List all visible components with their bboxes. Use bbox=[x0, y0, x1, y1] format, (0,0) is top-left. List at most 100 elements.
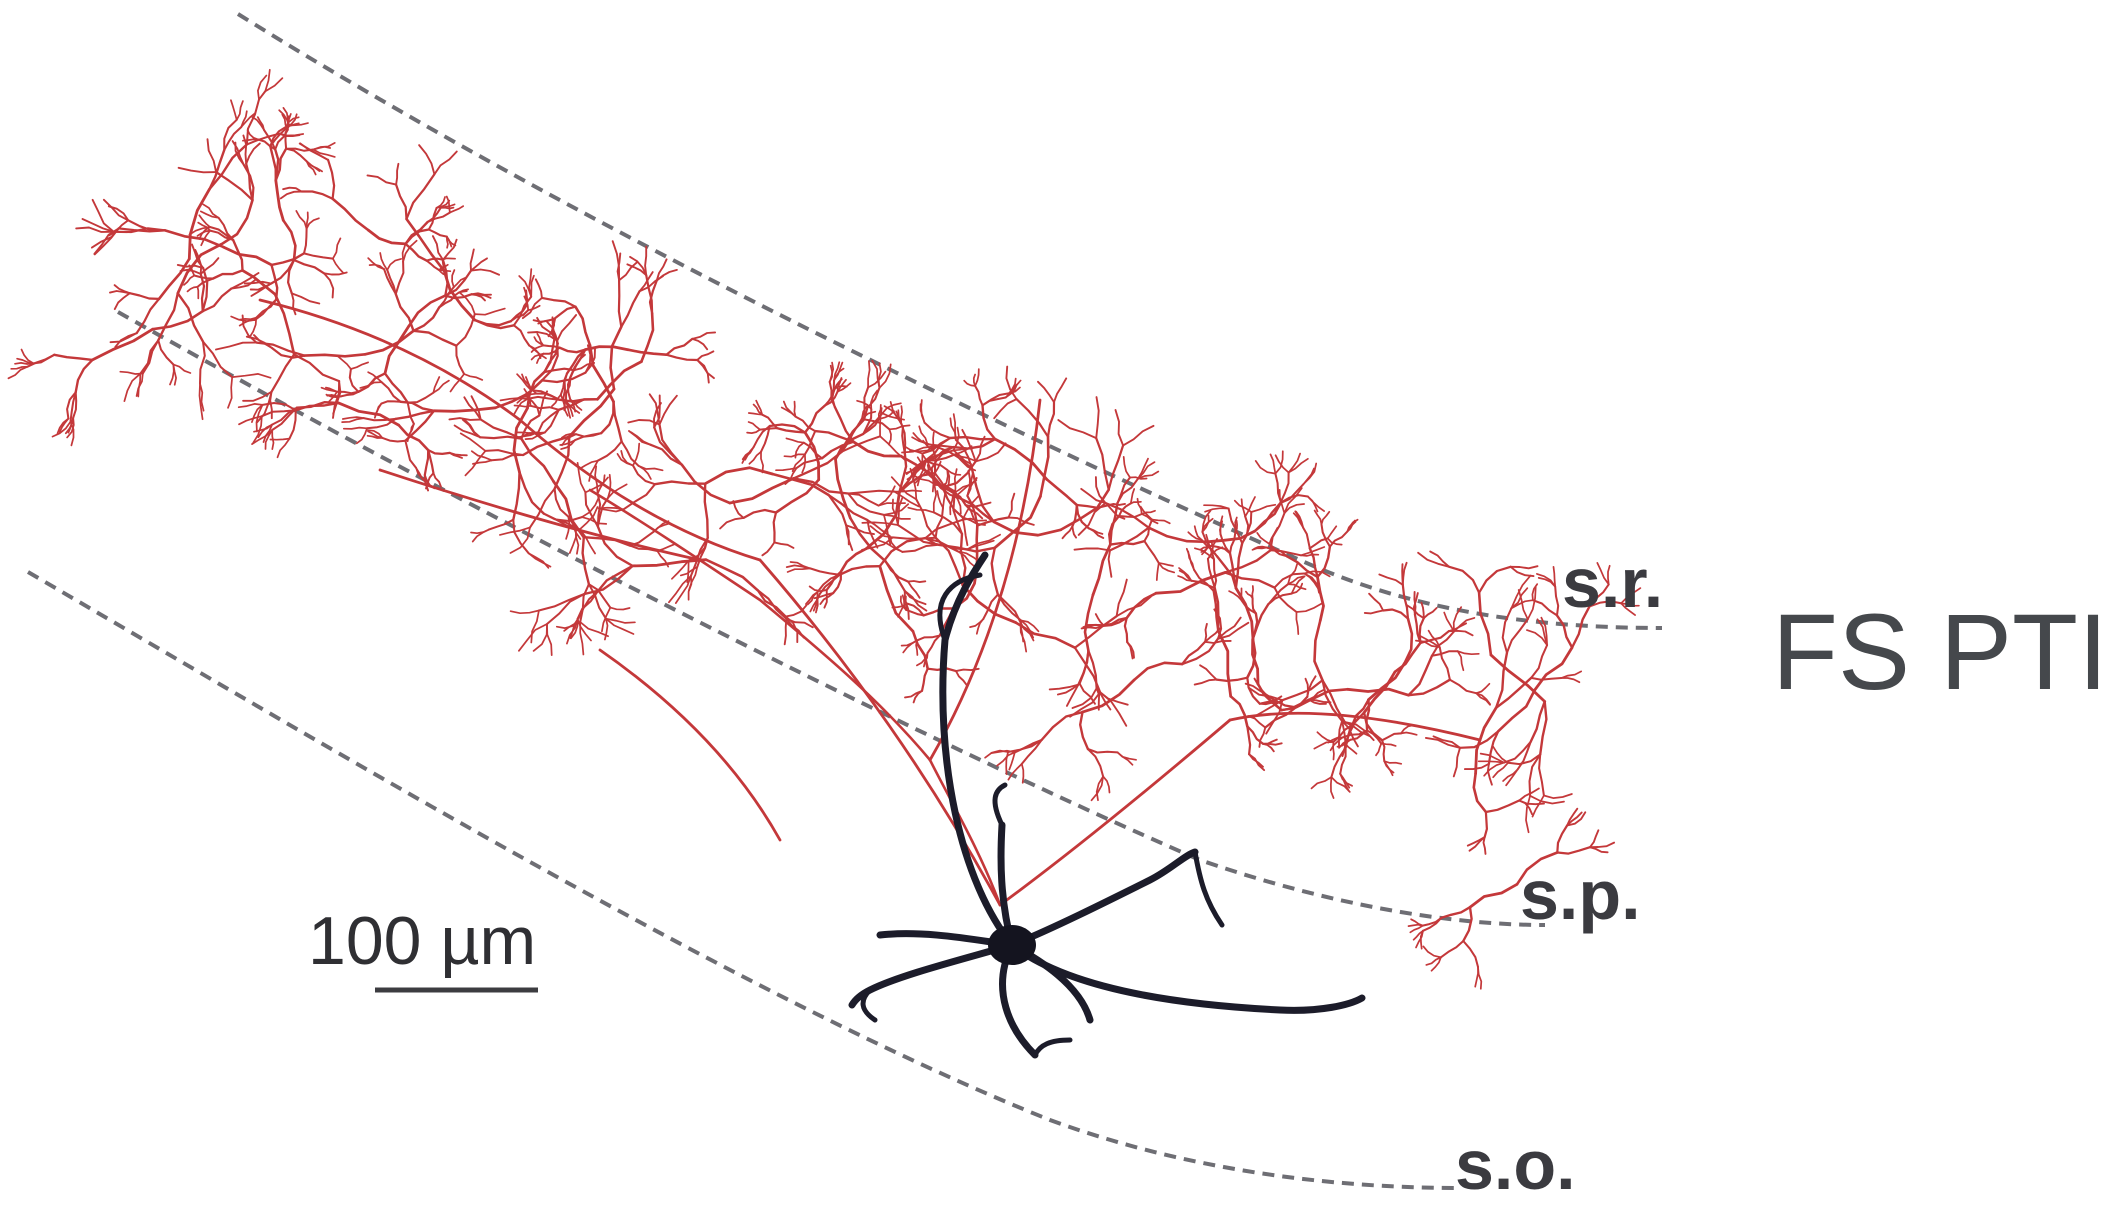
axon-branch bbox=[1134, 663, 1182, 680]
axon-branch bbox=[1382, 733, 1401, 740]
axon-branch bbox=[1271, 513, 1285, 550]
axon-branch bbox=[1103, 776, 1109, 792]
axon-branch bbox=[1544, 794, 1572, 798]
axon-branch bbox=[1144, 541, 1158, 563]
axon-branch bbox=[434, 152, 456, 175]
axon-branch bbox=[889, 425, 909, 429]
axon-branch bbox=[1157, 563, 1159, 580]
axon-branch bbox=[473, 530, 489, 542]
axon-branch bbox=[292, 293, 296, 314]
axon-trunk bbox=[1000, 720, 1230, 905]
axon-branch bbox=[889, 429, 891, 444]
axon-branch bbox=[1303, 464, 1316, 485]
axon-branch bbox=[805, 406, 825, 433]
axon-branch bbox=[1555, 587, 1558, 616]
axon-branch bbox=[995, 439, 1047, 479]
axon-branch bbox=[381, 401, 400, 403]
axon-branch bbox=[547, 594, 584, 624]
axon-branch bbox=[1195, 680, 1217, 685]
axon-branch bbox=[1245, 497, 1255, 517]
axon-branch bbox=[542, 298, 576, 307]
axon-branch bbox=[936, 508, 943, 538]
axon-branch bbox=[228, 377, 232, 408]
axon-branch bbox=[1409, 656, 1433, 696]
axon-branch bbox=[270, 439, 289, 440]
axon-branch bbox=[445, 294, 471, 298]
axon-branch bbox=[1205, 624, 1207, 642]
axon-branch bbox=[333, 238, 341, 258]
axon-branch bbox=[597, 362, 641, 400]
axon-branch bbox=[554, 307, 576, 319]
axon-branch bbox=[1507, 619, 1528, 652]
scale-bar-label: 100 µm bbox=[308, 907, 536, 975]
axon-branch bbox=[1318, 577, 1324, 621]
axon-branch bbox=[1561, 671, 1581, 678]
axon-branch bbox=[294, 260, 324, 273]
axon-branch bbox=[1080, 712, 1088, 749]
axon-branch bbox=[1485, 812, 1487, 837]
axon-branch bbox=[201, 258, 219, 274]
axon-branch bbox=[1248, 716, 1265, 727]
axon-branch bbox=[414, 307, 440, 330]
axon-branch bbox=[1110, 528, 1149, 551]
axon-branch bbox=[810, 568, 839, 574]
axon-branch bbox=[733, 501, 743, 518]
axon-branch bbox=[720, 518, 744, 529]
axon-branch bbox=[1188, 552, 1194, 570]
axon-branch bbox=[1125, 618, 1127, 642]
axon-branch bbox=[1479, 761, 1504, 762]
axon-branch bbox=[956, 671, 967, 685]
axon-branch bbox=[463, 420, 480, 438]
axon-branch bbox=[1418, 553, 1449, 567]
axon-branch bbox=[868, 361, 870, 387]
axon-branch bbox=[515, 406, 531, 407]
axon-branch bbox=[514, 325, 529, 345]
axon-branch bbox=[539, 594, 584, 611]
axon-branch bbox=[1315, 621, 1323, 681]
axon-branch bbox=[1424, 608, 1437, 618]
axon-branch bbox=[511, 611, 539, 614]
axon-branch bbox=[399, 425, 429, 450]
axon-branch bbox=[408, 403, 414, 424]
axon-branch bbox=[1526, 796, 1530, 833]
axon-branch bbox=[893, 537, 936, 538]
axon-branch bbox=[1403, 563, 1407, 585]
axon-branch bbox=[452, 270, 454, 287]
axon-branch bbox=[1478, 967, 1481, 989]
axon-branch bbox=[1296, 612, 1298, 634]
axon-branch bbox=[749, 452, 761, 464]
axon-branch bbox=[1347, 521, 1355, 532]
axon-branch bbox=[368, 230, 405, 244]
axon-branch bbox=[283, 188, 301, 192]
axon-branch bbox=[902, 640, 917, 645]
axon-branch bbox=[1421, 931, 1423, 949]
axon-branch bbox=[92, 329, 152, 360]
axon-branch bbox=[1109, 550, 1112, 576]
axon-branch bbox=[1486, 801, 1519, 813]
axon-branch bbox=[1432, 651, 1458, 656]
axon-branch bbox=[200, 342, 205, 384]
layer-label-so: s.o. bbox=[1455, 1130, 1576, 1200]
axon-branch bbox=[93, 200, 114, 232]
axon-branch bbox=[1200, 665, 1216, 679]
axon-branch bbox=[1131, 502, 1141, 504]
axon-branch bbox=[760, 428, 777, 430]
dendritic-tree bbox=[852, 555, 1362, 1055]
axon-branch bbox=[744, 510, 776, 518]
axon-branch bbox=[1539, 755, 1544, 796]
axon-branch bbox=[1218, 623, 1248, 639]
axon-branch bbox=[1093, 545, 1110, 596]
axon-branch bbox=[1116, 410, 1124, 445]
axon-branch bbox=[1096, 438, 1109, 490]
axon-branch bbox=[357, 428, 367, 443]
axon-branch bbox=[666, 355, 697, 360]
axon-branch bbox=[165, 230, 224, 247]
axon-trunk bbox=[930, 400, 1040, 760]
axon-branch bbox=[598, 442, 622, 461]
axon-branch bbox=[925, 423, 951, 438]
axon-branch bbox=[1401, 733, 1417, 735]
axon-branch bbox=[248, 130, 259, 139]
axon-branch bbox=[832, 380, 834, 407]
axon-branch bbox=[1247, 726, 1250, 754]
axon-branch bbox=[1384, 761, 1401, 764]
